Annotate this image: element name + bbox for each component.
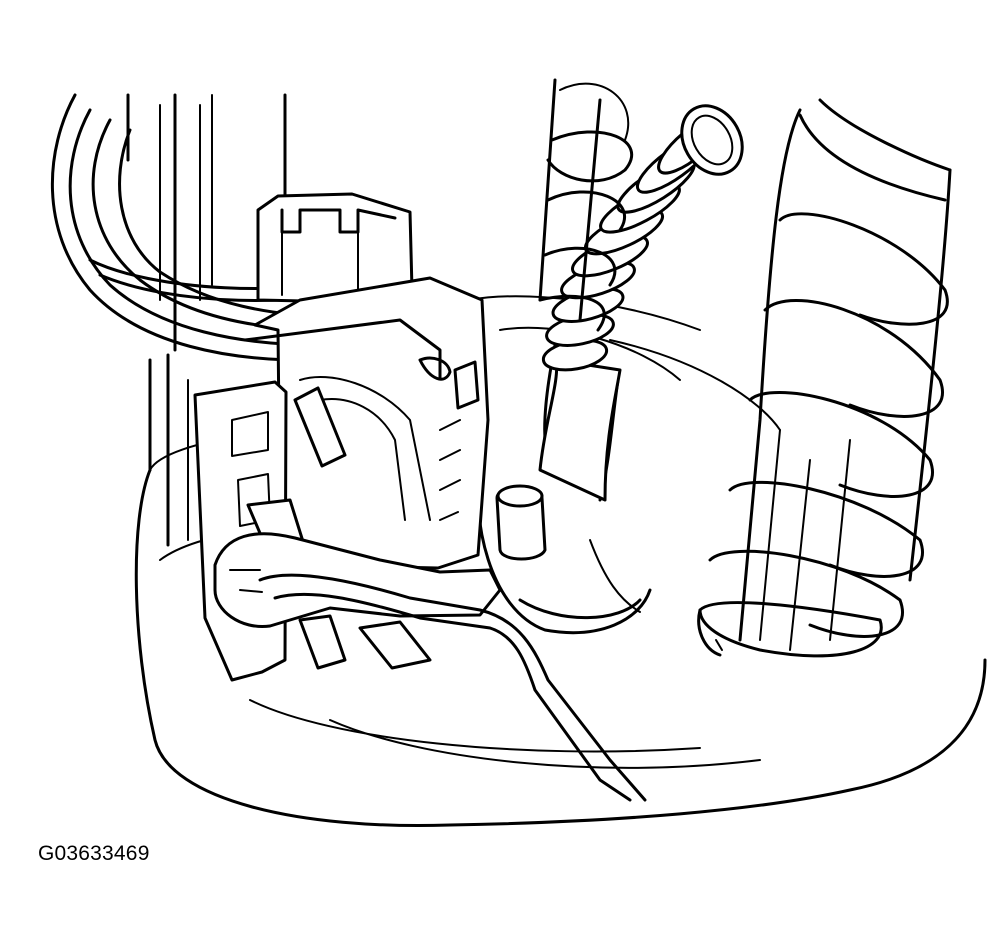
right-tube-base [697, 608, 723, 657]
strainer-spring-tube-right [698, 98, 952, 658]
locking-clip [213, 532, 647, 802]
vent-fitting [495, 484, 547, 561]
figure-code-label: G03633469 [38, 842, 150, 865]
electrical-connector [243, 192, 490, 570]
pump-housing-column [126, 93, 287, 547]
corrugated-hose [538, 104, 744, 502]
spring-tube-center [538, 78, 633, 332]
